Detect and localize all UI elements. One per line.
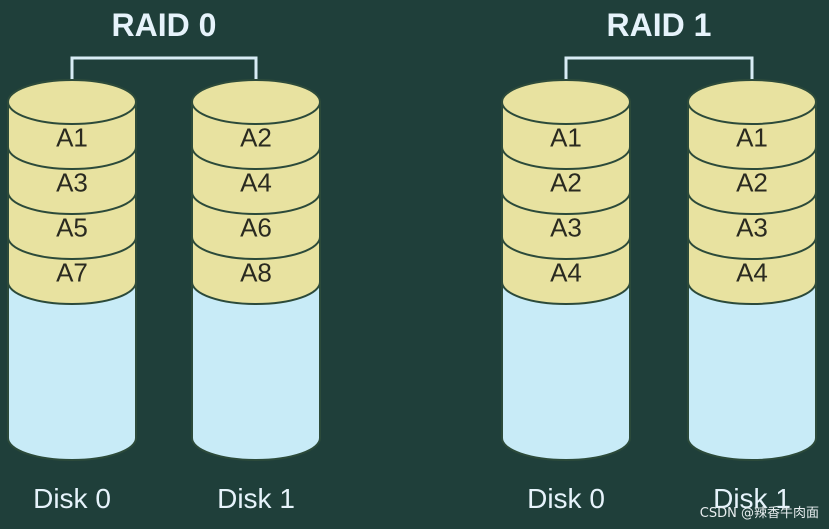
disk-top <box>501 79 631 125</box>
disk-label: Disk 1 <box>217 483 295 514</box>
raid-title: RAID 0 <box>112 7 217 43</box>
disk-empty-space <box>501 281 631 461</box>
disk-top <box>191 79 321 125</box>
block-label: A2 <box>550 168 582 198</box>
disk-empty-space <box>7 281 137 461</box>
block-label: A1 <box>736 123 768 153</box>
block-label: A3 <box>736 213 768 243</box>
block-label: A6 <box>240 213 272 243</box>
block-label: A4 <box>736 258 768 288</box>
block-label: A1 <box>550 123 582 153</box>
block-label: A8 <box>240 258 272 288</box>
block-label: A5 <box>56 213 88 243</box>
disk-empty-space <box>687 281 817 461</box>
disk-top <box>687 79 817 125</box>
block-label: A4 <box>240 168 272 198</box>
block-label: A3 <box>550 213 582 243</box>
block-label: A1 <box>56 123 88 153</box>
block-label: A4 <box>550 258 582 288</box>
disk-label: Disk 1 <box>713 483 791 514</box>
watermark: CSDN @辣香牛肉面 <box>699 506 819 521</box>
block-label: A2 <box>240 123 272 153</box>
block-label: A2 <box>736 168 768 198</box>
block-label: A3 <box>56 168 88 198</box>
disk-top <box>7 79 137 125</box>
disk-label: Disk 0 <box>527 483 605 514</box>
disk-label: Disk 0 <box>33 483 111 514</box>
raid-title: RAID 1 <box>607 7 712 43</box>
block-label: A7 <box>56 258 88 288</box>
disk-empty-space <box>191 281 321 461</box>
